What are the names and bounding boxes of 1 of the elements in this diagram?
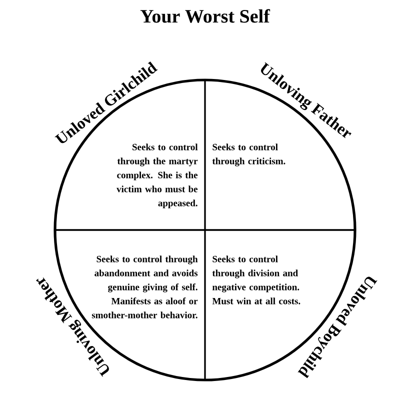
title: Your Worst Self xyxy=(140,9,270,23)
